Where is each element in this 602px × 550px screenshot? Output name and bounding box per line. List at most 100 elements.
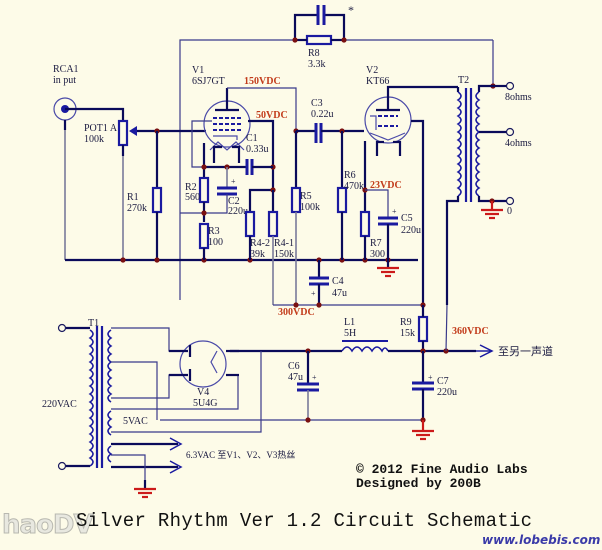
r4-2-resistor <box>244 210 256 238</box>
feedback-network: * R8 3.3k <box>179 3 496 300</box>
r4-2-ref: R4-2 <box>250 238 270 249</box>
l1-inductor <box>341 346 389 353</box>
r6-ref: R6 <box>344 170 356 181</box>
0-terminal[interactable] <box>505 196 515 206</box>
v1-value: 6SJ7GT <box>192 76 225 87</box>
c7-value: 220u <box>437 387 457 398</box>
t2-ref: T2 <box>458 75 469 86</box>
c6-ref: C6 <box>288 361 300 372</box>
other-channel-label: 至另一声道 <box>498 344 553 358</box>
v1-ref: V1 <box>192 65 204 76</box>
v1-screen-voltage: 50VDC <box>256 110 288 121</box>
schematic-title: Silver Rhythm Ver 1.2 Circuit Schematic <box>76 510 533 532</box>
mains-terminal-2[interactable] <box>57 461 67 471</box>
v4-value: 5U4G <box>193 398 217 409</box>
r8-resistor <box>305 34 333 46</box>
r8-value: 3.3k <box>308 59 326 70</box>
pot1-ref: POT1 A <box>84 123 118 134</box>
r9-ref: R9 <box>400 317 412 328</box>
pot-wiper-arrow-icon <box>129 126 137 136</box>
c4-value: 47u <box>332 288 347 299</box>
v4-ref: V4 <box>197 387 209 398</box>
t2-output-transformer: T2 8ohms 4ohms 0 <box>445 75 532 305</box>
v2-tube: V2 KT66 <box>364 65 458 156</box>
r8-note: * <box>348 3 354 17</box>
r8-ref: R8 <box>308 48 320 59</box>
designer-line: Designed by 200B <box>356 476 481 491</box>
heater-arrow-icon <box>169 437 183 451</box>
tap-4ohms: 4ohms <box>505 138 532 149</box>
v1-plate-voltage: 150VDC <box>244 76 281 87</box>
8ohm-terminal[interactable] <box>505 81 515 91</box>
svg-text:+: + <box>392 207 397 216</box>
ground-symbol-icon <box>377 266 399 278</box>
t1-rect-voltage: 5VAC <box>123 416 148 427</box>
r5-resistor <box>290 186 302 214</box>
pot1-value: 100k <box>84 134 104 145</box>
r4-1-ref: R4-1 <box>274 238 294 249</box>
c7-ref: C7 <box>437 376 449 387</box>
r2-resistor <box>198 176 210 204</box>
v4-rectifier-tube: V4 5U4G <box>169 340 239 409</box>
c6-value: 47u <box>288 372 303 383</box>
4ohm-terminal[interactable] <box>505 127 515 137</box>
c1-ref: C1 <box>246 133 258 144</box>
tap-8ohms: 8ohms <box>505 92 532 103</box>
r5-value: 100k <box>300 202 320 213</box>
t1-primary-voltage: 220VAC <box>42 399 77 410</box>
c5-ref: C5 <box>401 213 413 224</box>
r5-ref: R5 <box>300 191 312 202</box>
r3-value: 100 <box>208 237 223 248</box>
watermark-right: www.lobebis.com <box>482 533 601 547</box>
c1-value: 0.33u <box>246 144 269 155</box>
mains-terminal-1[interactable] <box>57 323 67 333</box>
v2-value: KT66 <box>366 76 389 87</box>
r7-value: 300 <box>370 249 385 260</box>
r7-ref: R7 <box>370 238 382 249</box>
r4-2-value: 39k <box>250 249 265 260</box>
r1-ref: R1 <box>127 192 139 203</box>
svg-text:+: + <box>231 177 236 186</box>
v2-cathode-voltage: 23VDC <box>370 180 402 191</box>
r3-ref: R3 <box>208 226 220 237</box>
r7-resistor <box>359 210 371 238</box>
c5-value: 220u <box>401 225 421 236</box>
r6-value: 470k <box>344 181 364 192</box>
l1-value: 5H <box>344 328 356 339</box>
heater-label: 6.3VAC 至V1、V2、V3热丝 <box>186 449 295 460</box>
c4-ref: C4 <box>332 276 344 287</box>
v1-tube: V1 6SJ7GT <box>192 65 251 163</box>
copyright-line: © 2012 Fine Audio Labs <box>356 462 528 477</box>
rca1-ref: RCA1 <box>53 64 79 75</box>
heater-arrow-icon <box>169 460 183 474</box>
r9-resistor <box>417 315 429 343</box>
rca1-desc: in put <box>53 75 76 86</box>
svg-text:+: + <box>312 373 317 382</box>
r1-value: 270k <box>127 203 147 214</box>
r2-ref: R2 <box>185 182 197 193</box>
r4-1-value: 150k <box>274 249 294 260</box>
r1-resistor <box>151 186 163 214</box>
b-plus-360-voltage: 360VDC <box>452 326 489 337</box>
tap-0: 0 <box>507 206 512 217</box>
b-plus-300-voltage: 300VDC <box>278 307 315 318</box>
c3-ref: C3 <box>311 98 323 109</box>
t1-power-transformer: T1 220VAC 5VAC <box>42 318 148 471</box>
watermark-left: haoDV <box>2 510 95 541</box>
t1-ref: T1 <box>88 318 99 329</box>
v2-ref: V2 <box>366 65 378 76</box>
svg-text:+: + <box>311 289 316 298</box>
r9-value: 15k <box>400 328 415 339</box>
c3-value: 0.22u <box>311 109 334 120</box>
r2-value: 560 <box>185 192 200 203</box>
r3-resistor <box>198 222 210 250</box>
pot1-potentiometer <box>117 119 129 147</box>
l1-ref: L1 <box>344 317 355 328</box>
r4-1-resistor <box>267 210 279 238</box>
c2-ref: C2 <box>228 196 240 207</box>
input-section: RCA1 in put POT1 A 100k R1 270k <box>53 64 206 260</box>
copyright-block: © 2012 Fine Audio Labs Designed by 200B <box>356 463 528 491</box>
svg-text:+: + <box>428 373 433 382</box>
c2-value: 220u <box>228 206 248 217</box>
